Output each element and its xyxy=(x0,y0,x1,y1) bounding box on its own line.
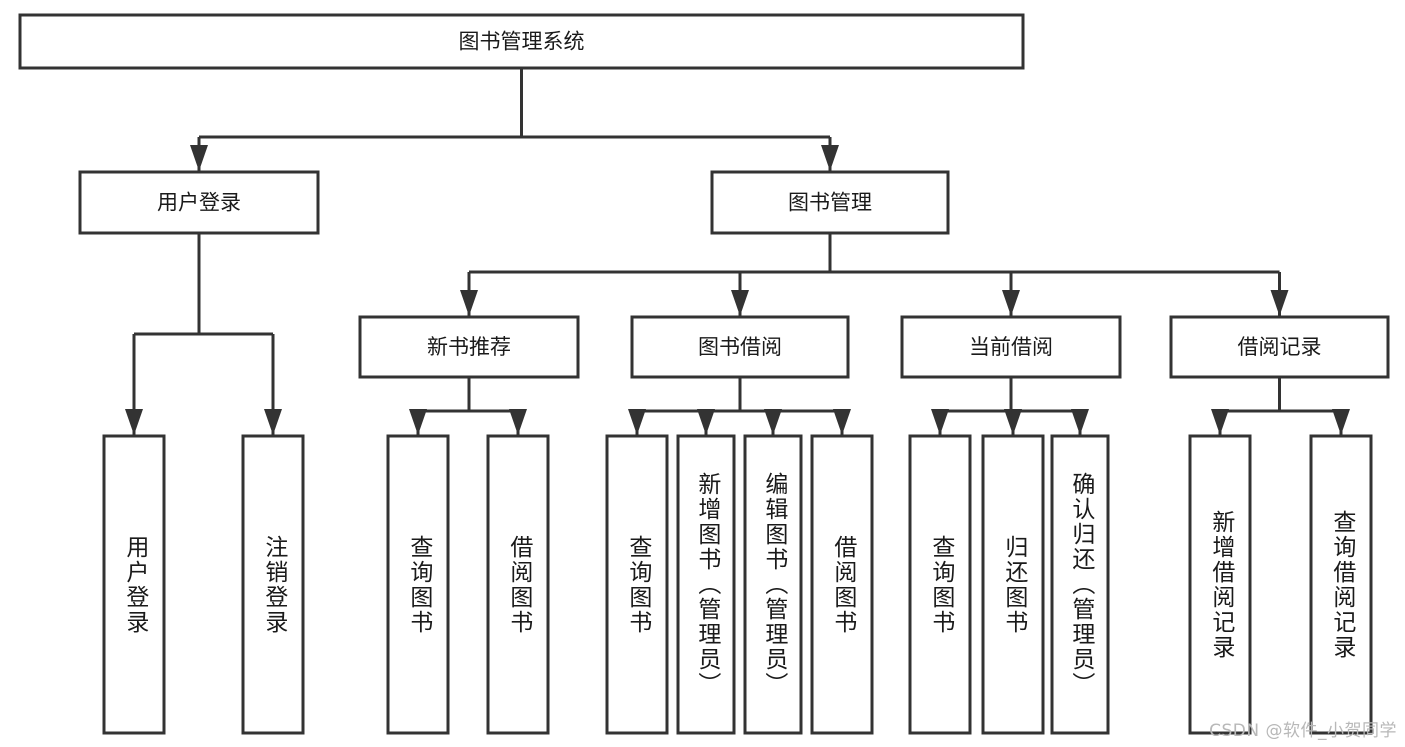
node-box-leaf-logout[interactable] xyxy=(241,434,305,735)
connector-layer xyxy=(125,68,1350,435)
arrow-head-icon xyxy=(509,409,527,435)
arrow-head-icon xyxy=(731,290,749,316)
node-box-new-book-rec[interactable] xyxy=(358,315,580,379)
arrow-head-icon xyxy=(931,409,949,435)
node-label-current-borrow: 当前借阅 xyxy=(969,335,1053,359)
node-label-book-manage: 图书管理 xyxy=(788,191,872,215)
arrow-head-icon xyxy=(409,409,427,435)
arrow-head-icon xyxy=(264,409,282,435)
node-box-root[interactable] xyxy=(18,13,1025,70)
arrow-head-icon xyxy=(1332,409,1350,435)
arrow-head-icon xyxy=(833,409,851,435)
node-box-layer xyxy=(18,13,1390,735)
node-box-borrow-record[interactable] xyxy=(1169,315,1390,379)
node-box-leaf-user-login[interactable] xyxy=(102,434,166,735)
arrow-head-icon xyxy=(1004,409,1022,435)
arrow-head-icon xyxy=(628,409,646,435)
node-box-current-borrow[interactable] xyxy=(900,315,1122,379)
arrow-head-icon xyxy=(460,290,478,316)
node-box-leaf-edit-book-admin[interactable] xyxy=(743,434,803,735)
node-box-leaf-borrow-book-rec[interactable] xyxy=(486,434,550,735)
arrow-head-icon xyxy=(1002,290,1020,316)
node-box-book-manage[interactable] xyxy=(710,170,950,235)
node-box-user-login[interactable] xyxy=(78,170,320,235)
arrow-head-icon xyxy=(190,145,208,171)
node-box-leaf-query-book-borrow[interactable] xyxy=(605,434,669,735)
node-box-leaf-add-book-admin[interactable] xyxy=(676,434,736,735)
node-label-borrow-record: 借阅记录 xyxy=(1238,335,1322,359)
node-box-leaf-confirm-return-admin[interactable] xyxy=(1050,434,1110,735)
arrow-head-icon xyxy=(1211,409,1229,435)
node-label-root: 图书管理系统 xyxy=(459,30,585,54)
arrow-head-icon xyxy=(125,409,143,435)
arrow-head-icon xyxy=(697,409,715,435)
node-label-book-borrow: 图书借阅 xyxy=(698,335,782,359)
node-label-user-login: 用户登录 xyxy=(157,191,241,215)
node-label-new-book-rec: 新书推荐 xyxy=(427,335,511,359)
watermark-text: CSDN @软件_小贺同学 xyxy=(1209,721,1397,741)
node-box-book-borrow[interactable] xyxy=(630,315,850,379)
node-box-leaf-add-borrow-record[interactable] xyxy=(1188,434,1252,735)
arrow-head-icon xyxy=(764,409,782,435)
node-box-leaf-query-borrow-record[interactable] xyxy=(1309,434,1373,735)
arrow-head-icon xyxy=(1071,409,1089,435)
node-box-leaf-query-book-cur[interactable] xyxy=(908,434,972,735)
arrow-head-icon xyxy=(821,145,839,171)
node-box-leaf-return-book[interactable] xyxy=(981,434,1045,735)
node-box-leaf-borrow-book[interactable] xyxy=(810,434,874,735)
arrow-head-icon xyxy=(1270,290,1289,316)
node-box-leaf-query-book-rec[interactable] xyxy=(386,434,450,735)
